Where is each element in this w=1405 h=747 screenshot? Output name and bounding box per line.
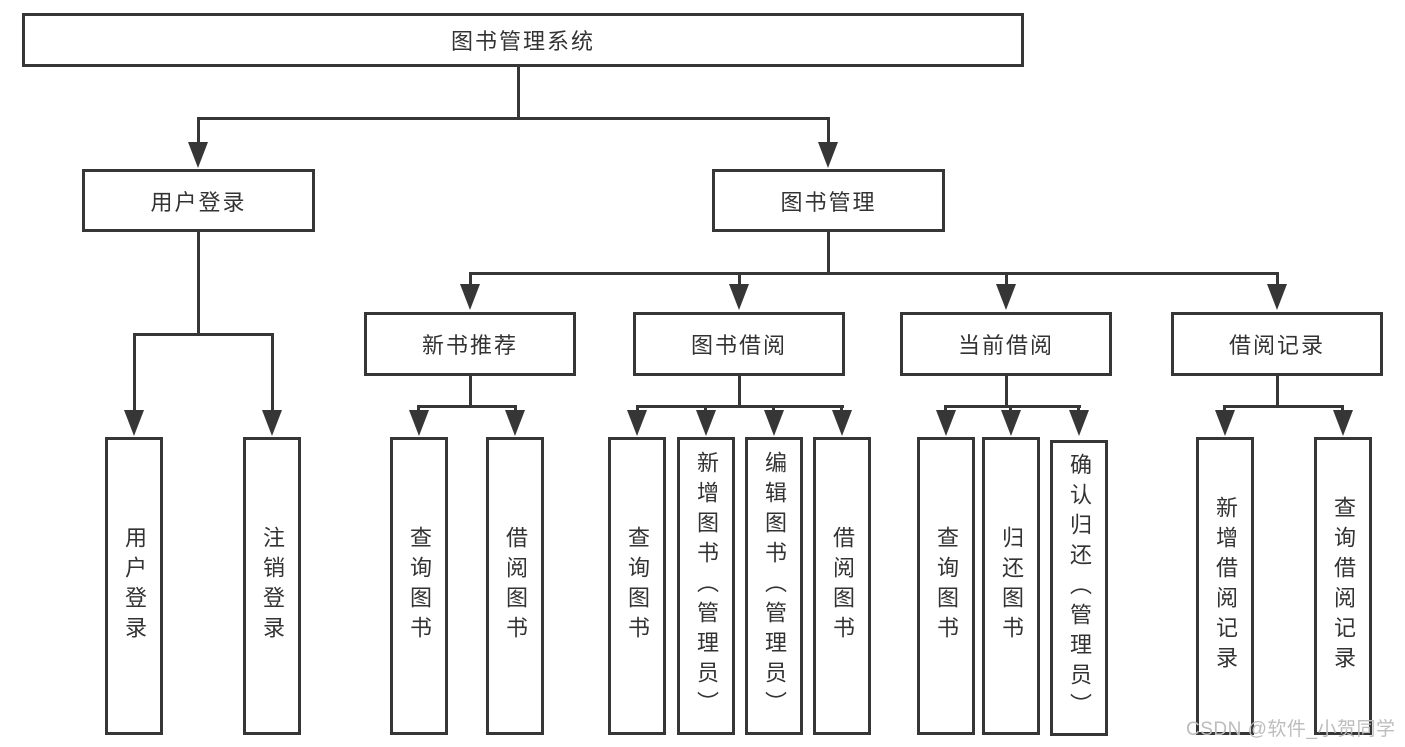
leaf-record-add-label: 新增借阅记录	[1213, 496, 1238, 676]
leaf-bookborrow-query-label: 查询图书	[625, 526, 650, 646]
leaf-bookborrow-borrow-label: 借阅图书	[830, 526, 855, 646]
leaf-bookborrow-borrow: 借阅图书	[813, 437, 871, 735]
connector-user-rail	[133, 333, 274, 336]
leaf-currentborrow-query: 查询图书	[917, 437, 975, 735]
connector-drop-newbook-1	[417, 405, 420, 413]
leaf-record-query: 查询借阅记录	[1314, 437, 1372, 735]
leaf-bookborrow-edit-label: 编辑图书（管理员）	[762, 451, 787, 721]
arrowhead-book-borrow	[729, 284, 749, 310]
connector-level2-rail	[197, 117, 830, 120]
arrowhead-bookborrow-4	[832, 410, 852, 436]
connector-drop-newbook-2	[514, 405, 517, 413]
leaf-user-login: 用户登录	[105, 437, 163, 735]
arrowhead-user-login-leaf	[124, 410, 144, 436]
leaf-currentborrow-return-label: 归还图书	[999, 526, 1024, 646]
node-borrow-record-label: 借阅记录	[1228, 333, 1325, 358]
arrowhead-current-borrow	[996, 284, 1016, 310]
leaf-user-login-label: 用户登录	[122, 526, 147, 646]
connector-drop-new-book	[469, 272, 472, 288]
leaf-bookborrow-add-label: 新增图书（管理员）	[694, 451, 719, 721]
connector-root-stem	[517, 66, 520, 120]
leaf-newbook-borrow: 借阅图书	[486, 437, 544, 735]
arrowhead-bookborrow-3	[764, 410, 784, 436]
connector-currentborrow-stem	[1005, 375, 1008, 408]
leaf-currentborrow-confirm-label: 确认归还（管理员）	[1067, 453, 1092, 723]
connector-level3-rail	[469, 272, 1279, 275]
connector-drop-bookborrow-1	[636, 405, 639, 413]
leaf-logout-label: 注销登录	[260, 526, 285, 646]
connector-drop-book	[827, 117, 830, 147]
arrowhead-user	[188, 142, 208, 168]
connector-user-stem	[197, 232, 200, 336]
arrowhead-book	[818, 142, 838, 168]
arrowhead-borrow-record	[1267, 284, 1287, 310]
leaf-newbook-query-label: 查询图书	[407, 526, 432, 646]
node-borrow-record: 借阅记录	[1171, 312, 1383, 376]
connector-drop-book-borrow	[738, 272, 741, 288]
node-current-borrow: 当前借阅	[900, 312, 1112, 376]
node-book-borrow: 图书借阅	[633, 312, 845, 376]
arrowhead-bookborrow-2	[696, 410, 716, 436]
node-book-management-label: 图书管理	[780, 189, 877, 215]
arrowhead-currentborrow-3	[1069, 410, 1089, 436]
arrowhead-new-book	[460, 284, 480, 310]
connector-drop-user	[197, 117, 200, 147]
leaf-record-query-label: 查询借阅记录	[1331, 496, 1356, 676]
connector-drop-borrowrecord-1	[1223, 405, 1226, 413]
connector-drop-borrow-record	[1276, 272, 1279, 288]
connector-bookborrow-rail	[636, 405, 844, 408]
connector-book-stem	[827, 232, 830, 275]
arrowhead-bookborrow-1	[627, 410, 647, 436]
arrowhead-currentborrow-1	[936, 410, 956, 436]
leaf-bookborrow-edit: 编辑图书（管理员）	[745, 437, 803, 735]
node-user-login: 用户登录	[82, 169, 315, 232]
connector-drop-bookborrow-2	[704, 405, 707, 413]
connector-drop-current-borrow	[1005, 272, 1008, 288]
arrowhead-newbook-1	[409, 410, 429, 436]
connector-newbook-rail	[417, 405, 517, 408]
leaf-bookborrow-query: 查询图书	[608, 437, 666, 735]
connector-drop-borrowrecord-2	[1341, 405, 1344, 413]
connector-newbook-stem	[469, 375, 472, 408]
csdn-watermark: CSDN @软件_小贺同学	[1186, 719, 1396, 740]
node-current-borrow-label: 当前借阅	[957, 333, 1054, 358]
arrowhead-currentborrow-2	[1001, 410, 1021, 436]
leaf-newbook-borrow-label: 借阅图书	[503, 526, 528, 646]
node-new-book-recommend-label: 新书推荐	[421, 333, 518, 358]
node-root-label: 图书管理系统	[450, 29, 595, 54]
node-book-management: 图书管理	[712, 169, 945, 232]
connector-drop-bookborrow-4	[840, 405, 843, 413]
connector-drop-currentborrow-1	[944, 405, 947, 413]
leaf-currentborrow-return: 归还图书	[982, 437, 1040, 735]
connector-drop-logout-leaf	[271, 333, 274, 413]
leaf-newbook-query: 查询图书	[390, 437, 448, 735]
connector-borrowrecord-rail	[1223, 405, 1344, 408]
connector-bookborrow-stem	[738, 375, 741, 408]
node-book-borrow-label: 图书借阅	[690, 333, 787, 358]
leaf-currentborrow-confirm: 确认归还（管理员）	[1050, 440, 1108, 736]
arrowhead-borrowrecord-1	[1215, 410, 1235, 436]
node-new-book-recommend: 新书推荐	[364, 312, 576, 376]
node-root: 图书管理系统	[22, 13, 1024, 67]
leaf-logout: 注销登录	[243, 437, 301, 735]
connector-drop-currentborrow-3	[1077, 405, 1080, 413]
leaf-currentborrow-query-label: 查询图书	[934, 526, 959, 646]
connector-currentborrow-rail	[944, 405, 1081, 408]
node-user-login-label: 用户登录	[150, 189, 247, 215]
connector-drop-currentborrow-2	[1009, 405, 1012, 413]
arrowhead-newbook-2	[505, 410, 525, 436]
connector-drop-bookborrow-3	[772, 405, 775, 413]
leaf-record-add: 新增借阅记录	[1196, 437, 1254, 735]
arrowhead-borrowrecord-2	[1333, 410, 1353, 436]
arrowhead-logout-leaf	[262, 410, 282, 436]
connector-drop-user-login-leaf	[133, 333, 136, 413]
connector-borrowrecord-stem	[1276, 375, 1279, 408]
leaf-bookborrow-add: 新增图书（管理员）	[677, 437, 735, 735]
